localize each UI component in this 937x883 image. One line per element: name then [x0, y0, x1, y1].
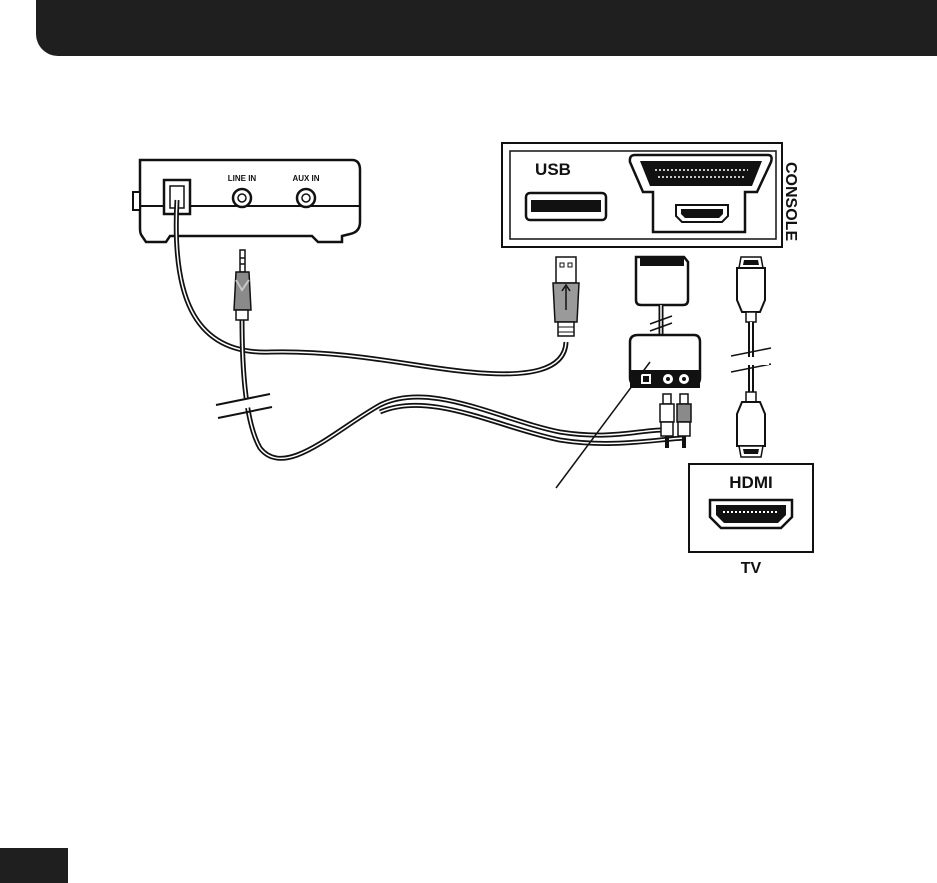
line-in-label: LINE IN [228, 174, 257, 183]
hdmi-cable [731, 257, 771, 457]
page-number-tab [0, 848, 68, 883]
usb-plug [553, 257, 579, 336]
console-label: CONSOLE [782, 162, 799, 241]
tv-label: TV [741, 560, 762, 577]
audio-cable [242, 318, 663, 458]
aux-in-label: AUX IN [292, 174, 319, 183]
tv-panel: HDMI TV [689, 464, 813, 577]
mini-jack-plug [234, 250, 251, 320]
usb-label: USB [535, 160, 571, 179]
receiver-unit: LINE IN AUX IN [133, 160, 360, 242]
hdmi-label: HDMI [729, 473, 772, 492]
console-panel: USB CONSOLE [502, 143, 799, 247]
callout-line [556, 362, 650, 488]
